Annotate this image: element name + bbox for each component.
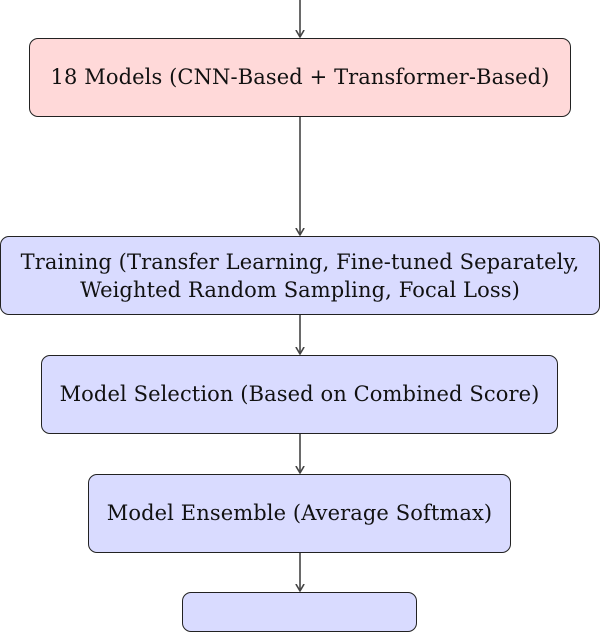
node-model-selection: Model Selection (Based on Combined Score…: [41, 355, 558, 434]
node-18-models-label: 18 Models (CNN-Based + Transformer-Based…: [50, 65, 550, 89]
node-training-line-1: Training (Transfer Learning, Fine-tuned …: [20, 249, 580, 274]
node-model-selection-label: Model Selection (Based on Combined Score…: [59, 382, 540, 406]
node-model-ensemble-label: Model Ensemble (Average Softmax): [106, 501, 493, 525]
node-training-line-2: Weighted Random Sampling, Focal Loss): [80, 277, 520, 302]
node-training: Training (Transfer Learning, Fine-tuned …: [0, 236, 600, 315]
node-training-text: Training (Transfer Learning, Fine-tuned …: [21, 248, 580, 304]
node-next-step: [182, 592, 417, 632]
node-model-ensemble: Model Ensemble (Average Softmax): [88, 474, 511, 553]
node-18-models: 18 Models (CNN-Based + Transformer-Based…: [29, 38, 571, 117]
